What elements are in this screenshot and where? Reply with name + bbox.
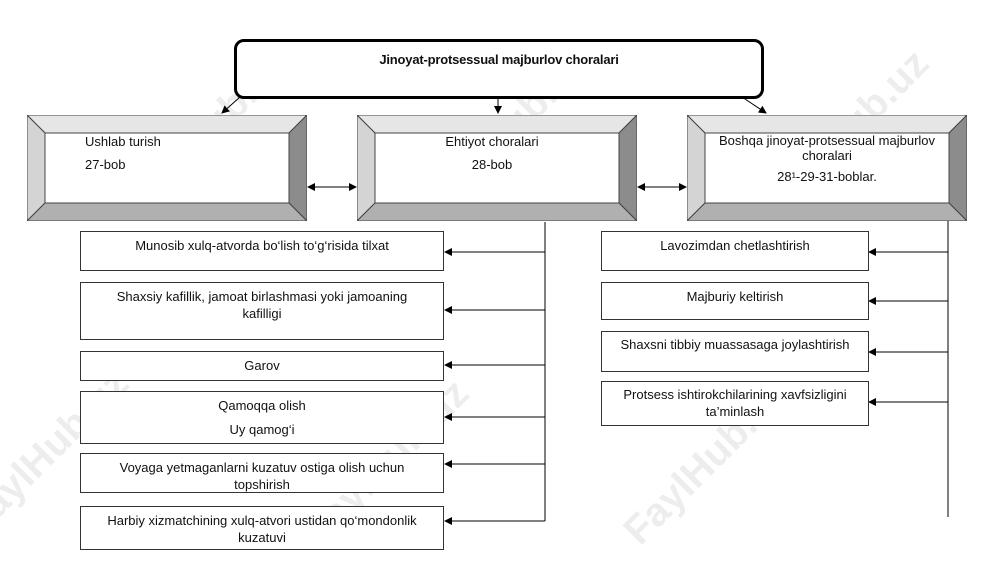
top-box-preventive-measures: Ehtiyot choralari 28-bob bbox=[357, 115, 637, 221]
list-item: Shaxsni tibbiy muassasaga joylashtirish bbox=[601, 331, 869, 372]
list-item: Shaxsiy kafillik, jamoat birlashmasi yok… bbox=[80, 282, 444, 340]
top-box-chapter: 27-bob bbox=[85, 157, 126, 172]
list-item: Qamoqqa olish bbox=[218, 398, 306, 413]
top-box-chapter: 28¹-29-31-boblar. bbox=[777, 169, 877, 184]
bevel-frame bbox=[27, 115, 307, 221]
list-item: Majburiy keltirish bbox=[601, 282, 869, 320]
top-box-label: Ushlab turish bbox=[85, 134, 161, 149]
top-box-detention: Ushlab turish 27-bob bbox=[27, 115, 307, 221]
top-box-other-measures: Boshqa jinoyat-protsessual majburlov cho… bbox=[687, 115, 967, 221]
top-box-label: Ehtiyot choralari bbox=[445, 134, 539, 149]
bevel-frame bbox=[357, 115, 637, 221]
list-item: Munosib xulq-atvorda bo‘lish to‘g‘risida… bbox=[80, 231, 444, 271]
title-box: Jinoyat-protsessual majburlov choralari bbox=[234, 39, 764, 99]
list-item-group: Qamoqqa olish Uy qamog‘i bbox=[80, 391, 444, 444]
list-item: Lavozimdan chetlashtirish bbox=[601, 231, 869, 271]
list-item: Protsess ishtirokchilarining xavfsizligi… bbox=[601, 381, 869, 426]
list-item: Garov bbox=[80, 351, 444, 381]
list-item: Harbiy xizmatchining xulq-atvori ustidan… bbox=[80, 506, 444, 550]
list-item: Uy qamog‘i bbox=[229, 422, 295, 437]
list-item: Voyaga yetmaganlarni kuzatuv ostiga olis… bbox=[80, 453, 444, 493]
bevel-frame bbox=[687, 115, 967, 221]
top-box-chapter: 28-bob bbox=[471, 157, 513, 172]
diagram-title: Jinoyat-protsessual majburlov choralari bbox=[379, 52, 619, 67]
top-box-label: Boshqa jinoyat-protsessual majburlov cho… bbox=[718, 133, 936, 163]
